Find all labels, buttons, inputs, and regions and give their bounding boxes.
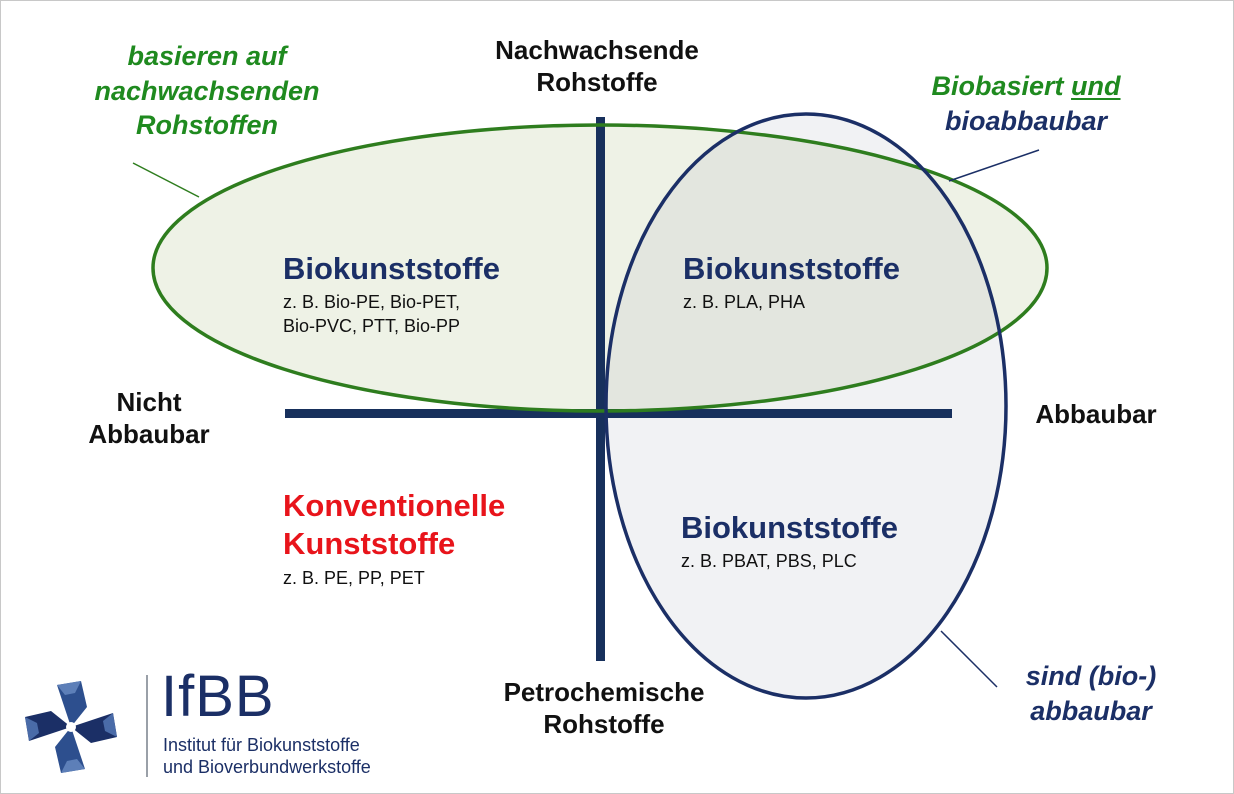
axis-label-left-line1: Nicht bbox=[116, 387, 182, 417]
renewable-annotation-line1: basieren auf bbox=[127, 41, 287, 71]
region-bottom-right-title: Biokunststoffe bbox=[681, 510, 898, 545]
renewable-annotation-line3: Rohstoffen bbox=[136, 110, 278, 141]
region-top-left-example-line2: Bio-PVC, PTT, Bio-PP bbox=[283, 316, 461, 337]
region-top-left-title: Biokunststoffe bbox=[283, 251, 500, 286]
logo-petal-right bbox=[71, 713, 117, 743]
axis-label-left-line2: Abbaubar bbox=[88, 418, 210, 449]
green-leader-line bbox=[132, 162, 200, 198]
degradable-ellipse-outline bbox=[604, 112, 1008, 700]
logo-name: IfBB bbox=[161, 664, 275, 729]
blue-leader-line bbox=[940, 630, 998, 688]
region-bottom-right-examples: z. B. PBAT, PBS, PLC bbox=[681, 550, 898, 574]
axis-label-top-line2: Rohstoffe bbox=[536, 66, 658, 97]
region-top-right: Biokunststoffe z. B. PLA, PHA bbox=[683, 250, 900, 315]
ifbb-logo: IfBB Institut für Biokunststoffe und Bio… bbox=[17, 664, 437, 783]
axis-label-right: Abbaubar bbox=[1035, 399, 1157, 429]
region-top-right-title: Biokunststoffe bbox=[683, 251, 900, 286]
degradable-annotation: sind (bio-) abbaubar bbox=[991, 659, 1191, 728]
axis-label-top-line1: Nachwachsende bbox=[495, 35, 699, 65]
region-bottom-left-example-line1: z. B. PE, PP, PET bbox=[283, 567, 425, 588]
horizontal-axis bbox=[285, 409, 952, 418]
ifbb-logo-mark-icon bbox=[25, 681, 117, 773]
overlap-annotation-line1: Biobasiert und bbox=[881, 69, 1171, 104]
region-top-right-example-line1: z. B. PLA, PHA bbox=[683, 292, 806, 313]
region-bottom-right: Biokunststoffe z. B. PBAT, PBS, PLC bbox=[681, 509, 898, 574]
axis-label-bottom-line2: Rohstoffe bbox=[543, 708, 665, 739]
logo-divider bbox=[146, 675, 148, 777]
logo-subtitle-line2: und Bioverbundwerkstoffe bbox=[163, 757, 371, 777]
region-bottom-right-example-line1: z. B. PBAT, PBS, PLC bbox=[681, 551, 857, 572]
renewable-ellipse-outline bbox=[151, 123, 1049, 413]
renewable-annotation-line2: nachwachsenden bbox=[94, 75, 320, 106]
logo-petal-top bbox=[57, 681, 87, 727]
overlap-annotation: Biobasiert und bioabbaubar bbox=[881, 69, 1171, 138]
axis-label-left: Nicht Abbaubar bbox=[51, 387, 247, 450]
axis-label-top: Nachwachsende Rohstoffe bbox=[441, 35, 753, 98]
region-bottom-left-title-line2: Kunststoffe bbox=[283, 525, 456, 561]
region-top-right-examples: z. B. PLA, PHA bbox=[683, 291, 900, 315]
region-bottom-left-examples: z. B. PE, PP, PET bbox=[283, 567, 505, 591]
region-top-left-example-line1: z. B. Bio-PE, Bio-PET, bbox=[283, 292, 461, 313]
logo-subtitle-line1: Institut für Biokunststoffe bbox=[163, 735, 360, 755]
degradable-annotation-line2: abbaubar bbox=[1030, 695, 1152, 726]
degradable-annotation-line1: sind (bio-) bbox=[1025, 661, 1157, 691]
region-bottom-left: Konventionelle Kunststoffe z. B. PE, PP,… bbox=[283, 487, 505, 591]
overlap-annotation-biobasiert: Biobasiert bbox=[931, 71, 1064, 101]
logo-petal-bottom bbox=[55, 727, 85, 773]
renewable-annotation: basieren auf nachwachsenden Rohstoffen bbox=[51, 39, 363, 143]
region-bottom-left-title: Konventionelle Kunststoffe bbox=[283, 487, 505, 563]
region-top-left-examples: z. B. Bio-PE, Bio-PET, Bio-PVC, PTT, Bio… bbox=[283, 291, 500, 339]
overlap-leader-line bbox=[948, 149, 1040, 182]
region-top-left: Biokunststoffe z. B. Bio-PE, Bio-PET, Bi… bbox=[283, 250, 500, 339]
region-bottom-left-title-line1: Konventionelle bbox=[283, 488, 506, 523]
vertical-axis bbox=[596, 117, 605, 661]
axis-label-bottom-line1: Petrochemische bbox=[503, 677, 705, 707]
overlap-annotation-line2: bioabbaubar bbox=[944, 105, 1107, 136]
axis-label-bottom: Petrochemische Rohstoffe bbox=[441, 677, 767, 740]
overlap-annotation-und: und bbox=[1071, 71, 1121, 101]
logo-petal-left bbox=[25, 711, 71, 741]
